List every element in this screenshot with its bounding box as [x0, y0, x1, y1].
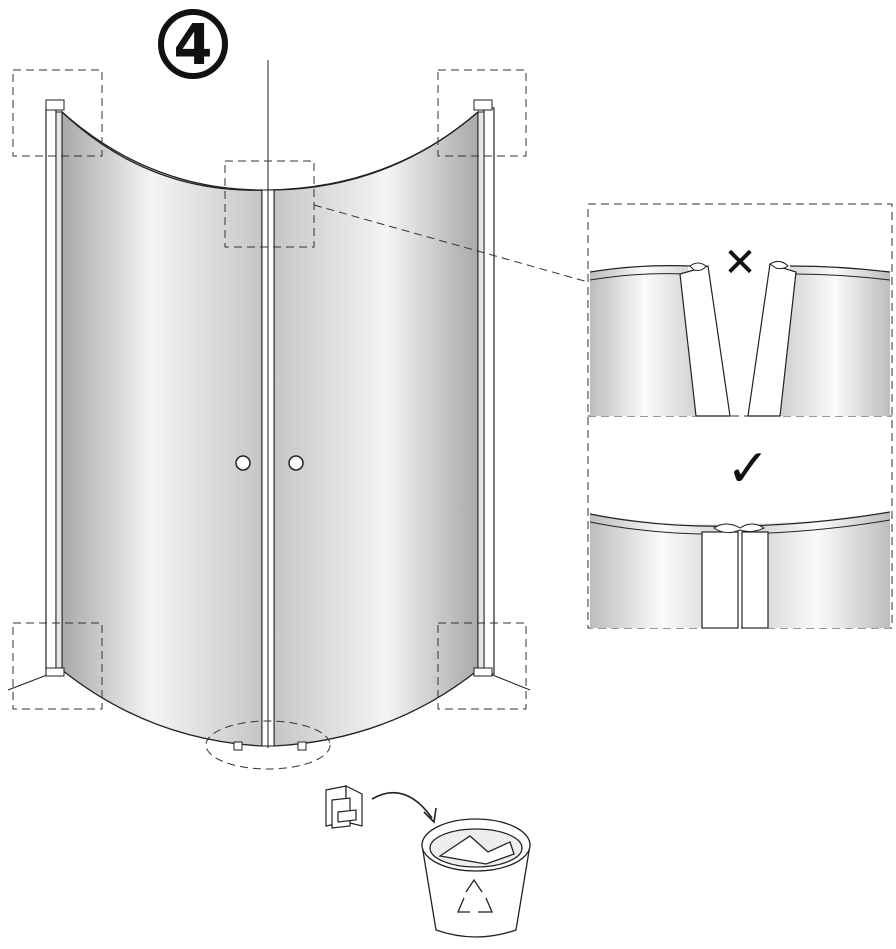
spacer-clip-right — [297, 741, 307, 751]
recycle-bin-icon — [421, 818, 531, 938]
step-number: 4 — [174, 13, 213, 78]
right-door-knob — [288, 455, 304, 471]
curved-arrow-icon — [371, 791, 437, 824]
detail-box-top-right — [437, 69, 527, 157]
right-door-seal — [267, 189, 275, 747]
detail-leader-line — [313, 204, 589, 283]
detail-box-top-left — [12, 69, 103, 157]
left-door-seal — [261, 189, 269, 747]
detail-ellipse-bottom — [205, 720, 331, 770]
left-wall-profile — [45, 99, 65, 677]
right-wall-profile — [473, 99, 495, 677]
detail-box-bottom-left — [12, 622, 103, 710]
right-glass-door — [273, 110, 479, 747]
detail-right: ✓ — [589, 439, 891, 629]
detail-wrong: ✕ — [589, 240, 891, 417]
left-glass-door — [61, 110, 263, 747]
spacer-clip-left — [233, 741, 243, 751]
check-icon: ✓ — [726, 439, 770, 499]
spacer-clip-icon — [325, 785, 363, 829]
detail-box-top-center — [224, 160, 315, 248]
recycle-symbol-icon — [457, 878, 493, 913]
step-circle-icon: 4 — [158, 9, 228, 79]
left-door-knob — [235, 455, 251, 471]
detail-box-bottom-right — [437, 622, 527, 710]
cross-icon: ✕ — [723, 240, 757, 286]
